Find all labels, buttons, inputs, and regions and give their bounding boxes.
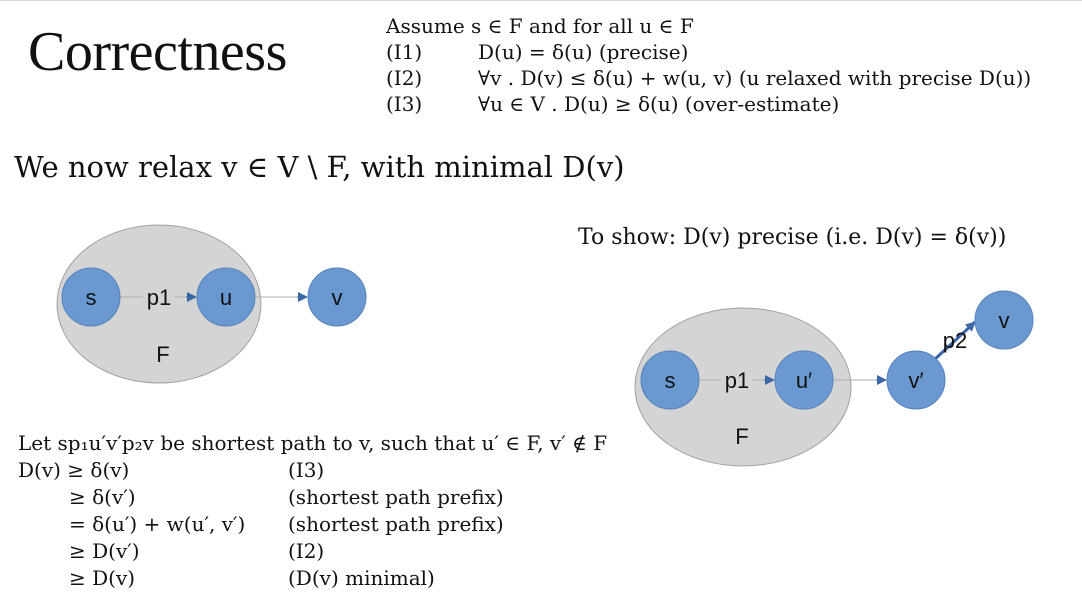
node-s-label: s — [86, 285, 97, 310]
proof-step: D(v) ≥ δ(v) (I3) — [18, 457, 607, 484]
proof-step-expression: ≥ D(v) — [69, 566, 136, 590]
edge-v-prime-v — [932, 320, 977, 362]
invariant-i3: (I3) ∀u ∈ V . D(u) ≥ δ(u) (over-estimate) — [386, 91, 1031, 117]
proof-step-reason: (I3) — [288, 458, 325, 482]
edge-label-bg — [143, 283, 175, 311]
proof-step: ≥ D(v′) (I2) — [18, 538, 607, 565]
node-v-prime-label: v′ — [908, 368, 923, 393]
invariant-text: ∀v . D(v) ≤ δ(u) + w(u, v) (u relaxed wi… — [478, 66, 1032, 90]
set-f-label: F — [735, 424, 748, 449]
proof-step: ≥ D(v) (D(v) minimal) — [18, 565, 607, 592]
proof-step-expression: ≥ D(v′) — [69, 539, 140, 563]
proof-step-expression: = δ(u′) + w(u′, v′) — [69, 512, 246, 536]
assumptions-block: Assume s ∈ F and for all u ∈ F (I1) D(u) … — [386, 13, 1031, 117]
node-u — [196, 267, 256, 327]
edge-label-p1: p1 — [725, 368, 749, 393]
node-v-prime — [886, 350, 946, 410]
invariant-i2: (I2) ∀v . D(v) ≤ δ(u) + w(u, v) (u relaxe… — [386, 65, 1031, 91]
invariant-tag: (I2) — [386, 66, 423, 90]
node-s — [61, 267, 121, 327]
node-s — [640, 350, 700, 410]
node-u-label: u — [220, 285, 232, 310]
invariant-i1: (I1) D(u) = δ(u) (precise) — [386, 39, 1031, 65]
node-v-label: v — [332, 285, 343, 310]
edge-label-bg — [721, 366, 753, 394]
node-v — [307, 267, 367, 327]
node-v-label: v — [999, 308, 1010, 333]
invariant-tag: (I1) — [386, 40, 423, 64]
top-border — [0, 0, 1082, 1]
proof-step-reason: (shortest path prefix) — [288, 485, 504, 509]
proof-intro: Let sp₁u′v′p₂v be shortest path to v, su… — [18, 431, 608, 455]
invariant-text: ∀u ∈ V . D(u) ≥ δ(u) (over-estimate) — [478, 92, 840, 116]
node-s-label: s — [665, 368, 676, 393]
to-show-statement: To show: D(v) precise (i.e. D(v) = δ(v)) — [578, 225, 1007, 250]
proof-step-expression: D(v) ≥ δ(v) — [18, 458, 130, 482]
right-diagram: F s p1 u′ v′ v p2 — [634, 290, 1034, 467]
proof-step: ≥ δ(v′) (shortest path prefix) — [18, 484, 607, 511]
slide-title: Correctness — [28, 21, 287, 83]
relax-statement: We now relax v ∈ V \ F, with minimal D(v… — [14, 150, 625, 184]
proof-block: Let sp₁u′v′p₂v be shortest path to v, su… — [18, 430, 607, 592]
invariant-tag: (I3) — [386, 92, 423, 116]
proof-step-reason: (I2) — [288, 539, 325, 563]
invariant-text: D(u) = δ(u) (precise) — [478, 40, 689, 64]
set-f-label: F — [156, 342, 169, 367]
node-u-prime-label: u′ — [796, 368, 812, 393]
proof-step-reason: (shortest path prefix) — [288, 512, 504, 536]
assumption-intro: Assume s ∈ F and for all u ∈ F — [386, 14, 694, 38]
node-u-prime — [774, 350, 834, 410]
node-v — [974, 290, 1034, 350]
proof-step-expression: ≥ δ(v′) — [69, 485, 136, 509]
left-diagram: F s p1 u v — [56, 224, 367, 384]
edge-label-p2: p2 — [943, 328, 967, 353]
proof-step-reason: (D(v) minimal) — [288, 566, 435, 590]
edge-label-p1: p1 — [147, 285, 171, 310]
proof-step: = δ(u′) + w(u′, v′) (shortest path prefix… — [18, 511, 607, 538]
